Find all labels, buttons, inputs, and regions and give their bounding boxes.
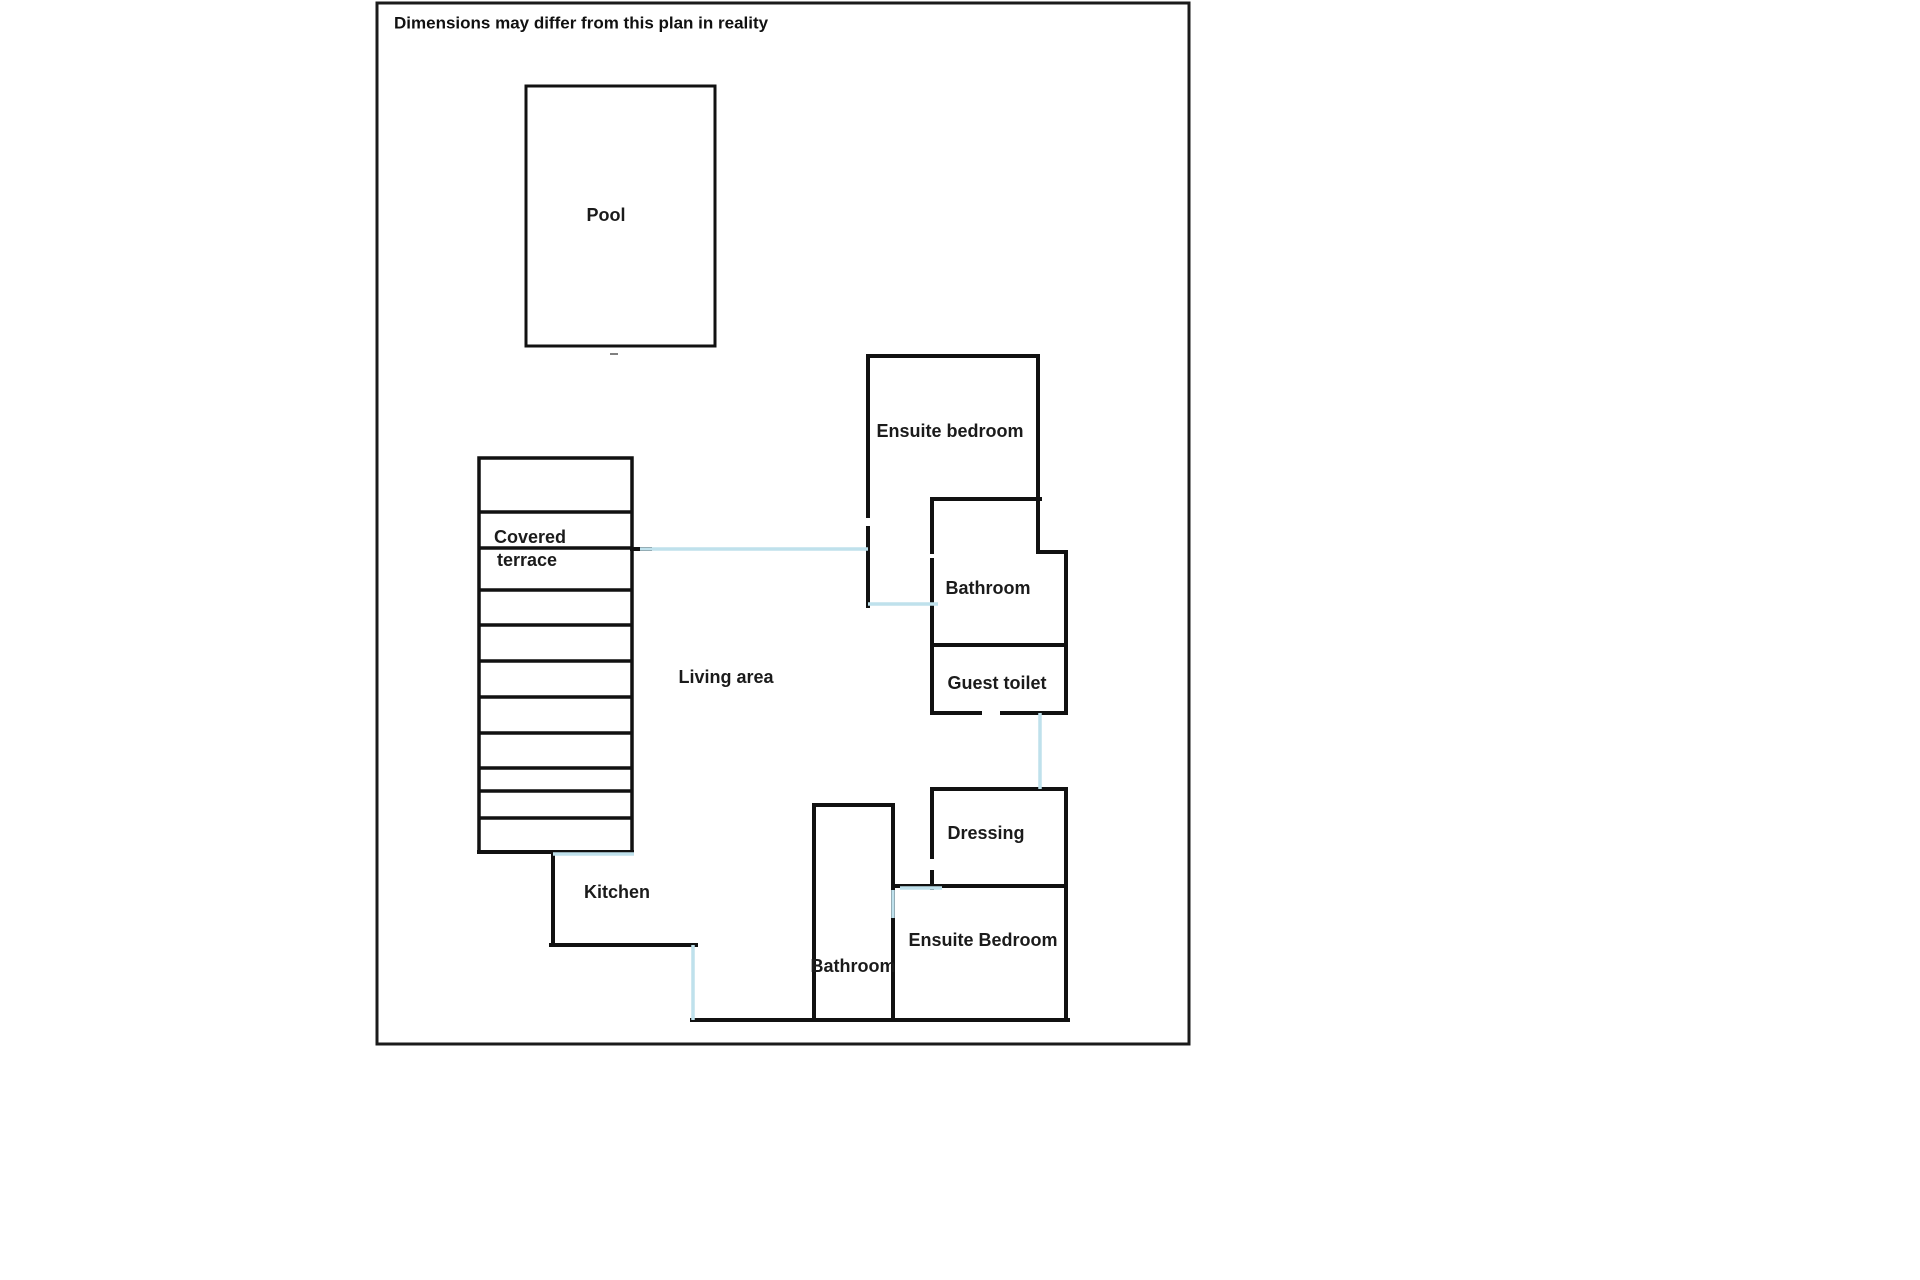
covered-terrace-outline (477, 456, 634, 854)
covered-terrace-room: Covered terrace (477, 456, 634, 854)
ensuite-bedroom-2-label: Ensuite Bedroom (908, 930, 1057, 950)
room-labels: Living area Ensuite bedroom Bathroom Gue… (584, 421, 1058, 976)
kitchen-label: Kitchen (584, 882, 650, 902)
bathroom-1-label: Bathroom (946, 578, 1031, 598)
living-area-label: Living area (678, 667, 774, 687)
interior-walls (477, 354, 1070, 1022)
guest-toilet-label: Guest toilet (947, 673, 1046, 693)
covered-terrace-label-line1: Covered (494, 527, 566, 547)
dressing-label: Dressing (947, 823, 1024, 843)
door-openings (553, 547, 1042, 1020)
pool-outline (524, 84, 717, 348)
pool-room: Pool (524, 84, 717, 355)
bathroom-2-label: Bathroom (811, 956, 896, 976)
pool-label: Pool (587, 205, 626, 225)
dimensions-disclaimer-note: Dimensions may differ from this plan in … (394, 13, 769, 32)
covered-terrace-label-line2: terrace (497, 550, 557, 570)
covered-terrace-slats (479, 510, 632, 820)
ensuite-bedroom-1-label: Ensuite bedroom (876, 421, 1023, 441)
